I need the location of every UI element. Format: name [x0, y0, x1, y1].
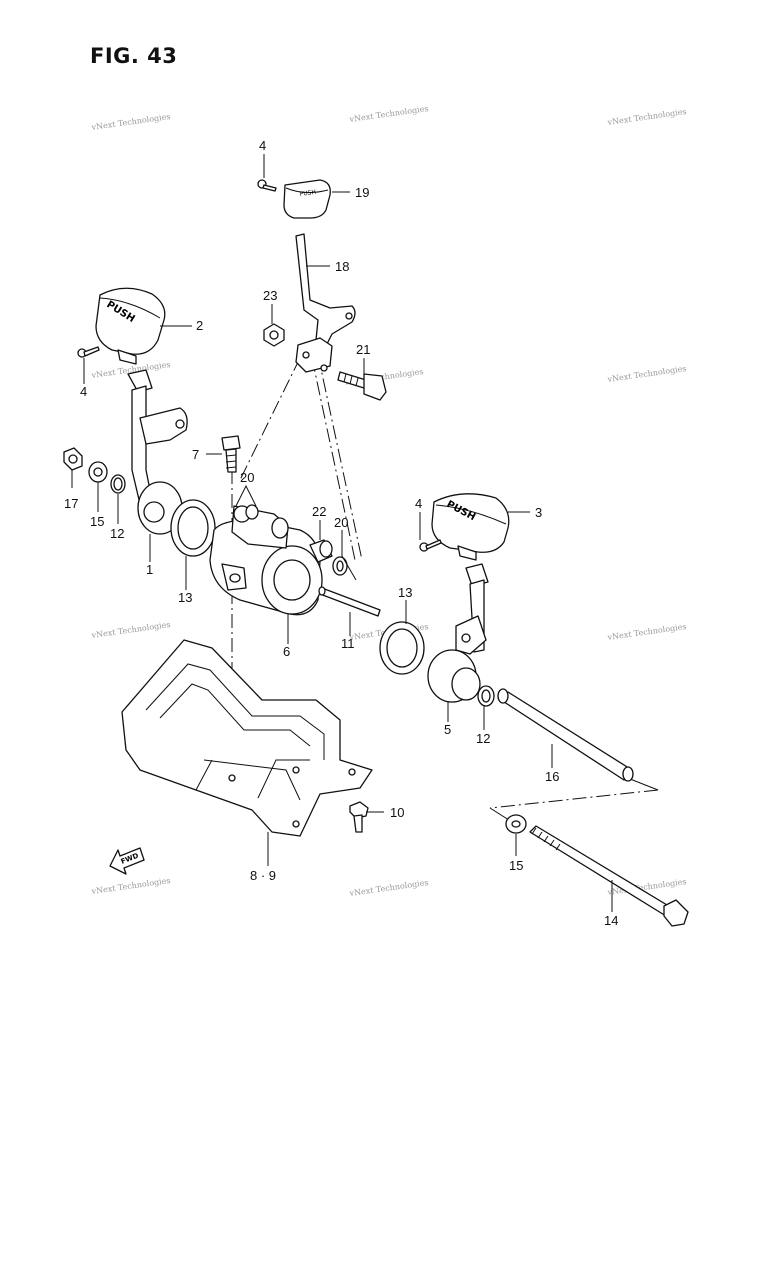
ring-12-right: [477, 685, 495, 707]
callout-2: 2: [196, 318, 203, 333]
callout-21: 21: [356, 342, 370, 357]
right-lever-5: [427, 563, 489, 703]
callout-4: 4: [80, 384, 87, 399]
callout-5: 5: [444, 722, 451, 737]
callout-3: 3: [535, 505, 542, 520]
callout-4: 4: [259, 138, 266, 153]
watermark: vNext Technologies: [90, 876, 171, 896]
callout-15: 15: [90, 514, 104, 529]
callout-13: 13: [398, 585, 412, 600]
nut-23: [263, 323, 285, 347]
callout-11: 11: [341, 636, 355, 651]
callout-14: 14: [604, 913, 618, 928]
seal-ring-13-left: [170, 499, 216, 557]
shift-knob-2: PUSH: [95, 287, 166, 365]
callout-22: 22: [312, 504, 326, 519]
watermark: vNext Technologies: [606, 107, 687, 127]
callout-16: 16: [545, 769, 559, 784]
callout-13: 13: [178, 590, 192, 605]
callout-labels: 4 19 18 23 2 21 4 7 20 17 15 12 1 13 22 …: [64, 138, 618, 928]
callout-6: 6: [283, 644, 290, 659]
ring-12-left: [110, 474, 126, 494]
screw-4-top: [257, 179, 277, 192]
bolt-7: [221, 435, 241, 473]
ring-20-left: [245, 504, 259, 520]
watermark: vNext Technologies: [90, 620, 171, 640]
callout-15: 15: [509, 858, 523, 873]
callout-12: 12: [110, 526, 124, 541]
callout-20: 20: [334, 515, 348, 530]
screw-4-right: [419, 539, 442, 552]
callout-8-9: 8 · 9: [250, 868, 276, 883]
callout-18: 18: [335, 259, 349, 274]
lever-rod-18: [295, 233, 356, 373]
callout-7: 7: [192, 447, 199, 462]
shaft-11: [318, 586, 381, 617]
callout-1: 1: [146, 562, 153, 577]
callout-19: 19: [355, 185, 369, 200]
bolt-21: [337, 371, 387, 401]
callout-23: 23: [263, 288, 277, 303]
pin-22: [309, 539, 333, 563]
callout-12: 12: [476, 731, 490, 746]
callout-20: 20: [240, 470, 254, 485]
bolt-10: [349, 801, 369, 833]
leader-lines: [71, 154, 613, 912]
shift-knob-3: PUSH: [431, 493, 510, 561]
callout-10: 10: [390, 805, 404, 820]
watermark: vNext Technologies: [606, 622, 687, 642]
screw-4-left: [77, 346, 100, 358]
watermark: vNext Technologies: [348, 104, 429, 124]
nut-17: [63, 447, 83, 471]
shaft-16: [497, 688, 634, 782]
washer-15-left: [88, 461, 108, 483]
callout-17: 17: [64, 496, 78, 511]
push-text: PUSH: [299, 189, 316, 198]
callout-4: 4: [415, 496, 422, 511]
figure-title: FIG. 43: [90, 44, 178, 68]
bracket-8-9: [121, 639, 373, 837]
watermark: vNext Technologies: [90, 112, 171, 132]
knob-cap-19: PUSH: [283, 179, 331, 219]
seal-ring-13-right: [379, 621, 425, 675]
watermark: vNext Technologies: [348, 878, 429, 898]
ring-20-right: [332, 556, 348, 576]
bolt-14: [529, 825, 689, 927]
washer-15-right: [505, 814, 527, 834]
fwd-arrow-icon: FWD: [109, 847, 145, 875]
housing-6: [209, 505, 323, 616]
watermark: vNext Technologies: [606, 364, 687, 384]
